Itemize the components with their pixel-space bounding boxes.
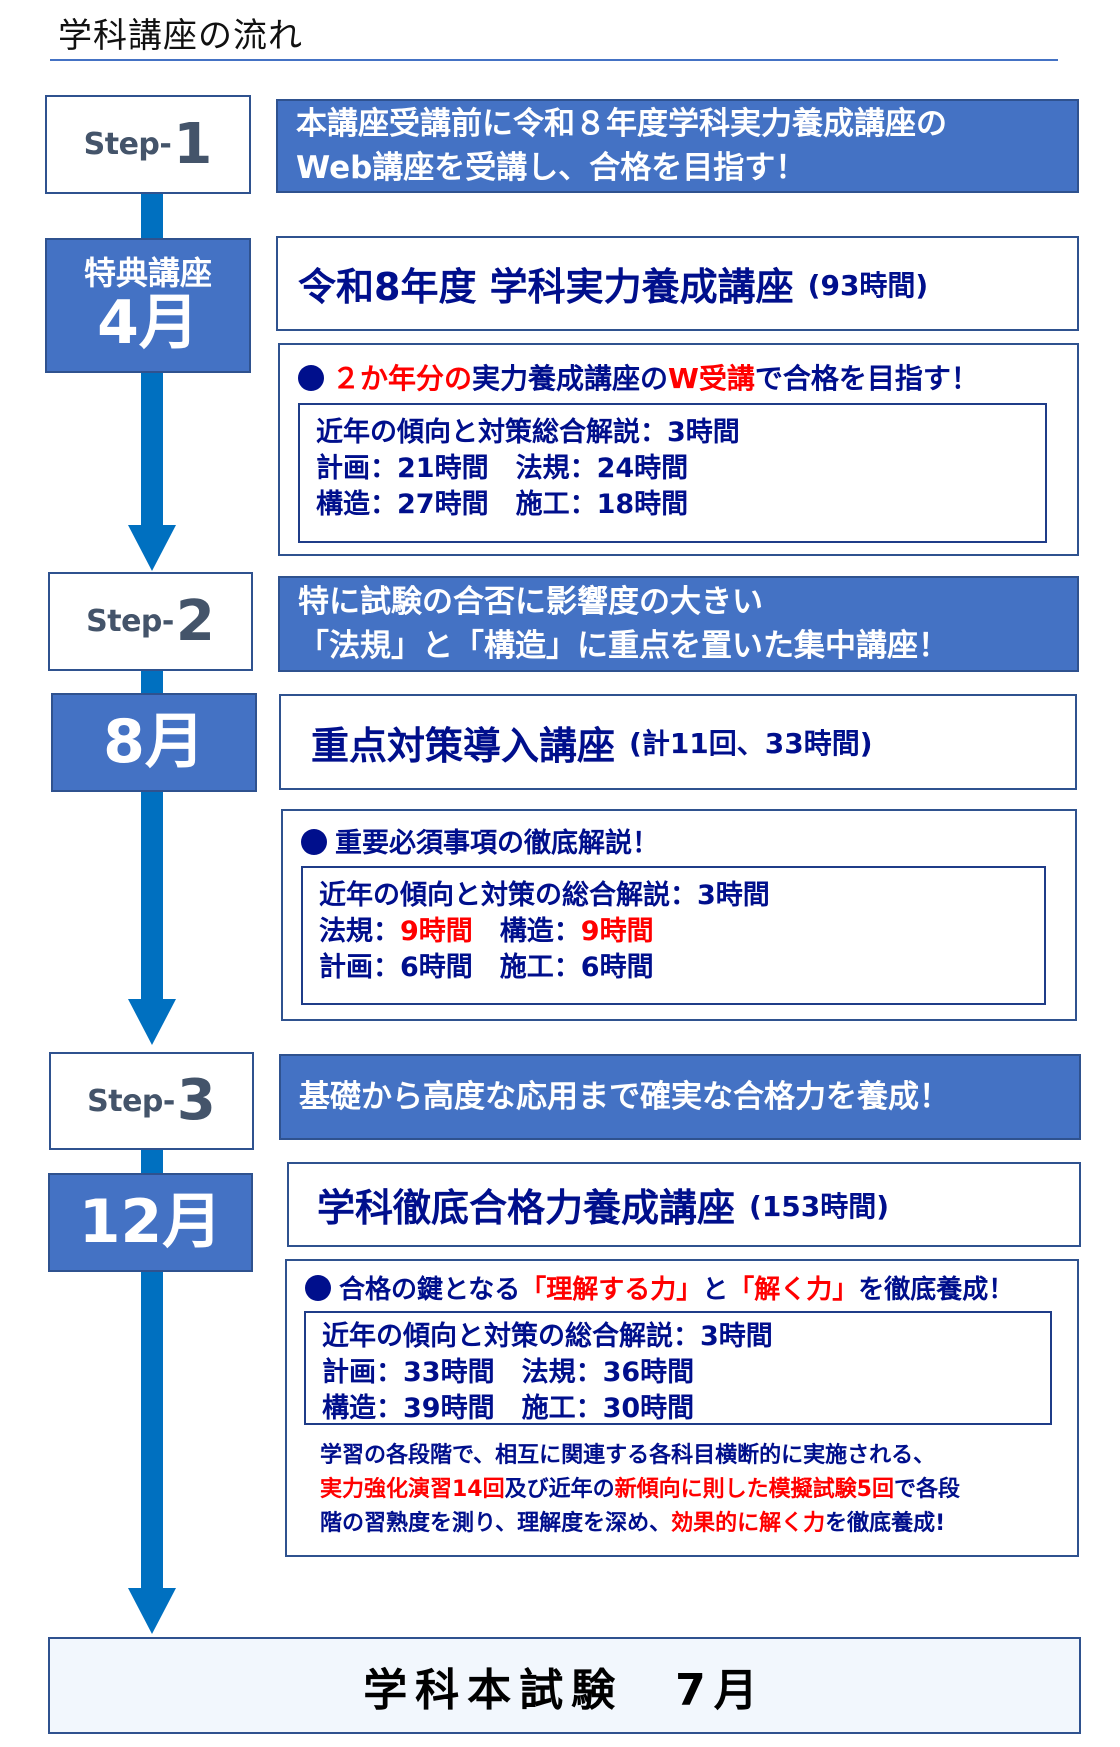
step-label: Step- bbox=[86, 604, 174, 639]
banner-line: 基礎から高度な応用まで確実な合格力を養成！ bbox=[299, 1079, 950, 1115]
practice-note: 学習の各段階で、相互に関連する各科目横断的に実施される、 実力強化演習14回及び… bbox=[320, 1443, 960, 1536]
course-name: 学科徹底合格力養成講座 bbox=[317, 1186, 736, 1230]
month-badge-december: 12月 bbox=[48, 1173, 253, 1272]
month-label: 12月 bbox=[78, 1187, 223, 1257]
schedule-line: 近年の傾向と対策の総合解説：3時間 bbox=[319, 880, 770, 911]
step-3-banner: 基礎から高度な応用まで確実な合格力を養成！ bbox=[279, 1054, 1081, 1140]
schedule-line: 計画：21時間 法規：24時間 bbox=[316, 453, 689, 484]
banner-line: 「法規」と「構造」に重点を置いた集中講座！ bbox=[298, 628, 949, 664]
flow-arrow-down-icon bbox=[128, 525, 176, 571]
schedule-box: 近年の傾向と対策の総合解説：3時間 計画：33時間 法規：36時間 構造：39時… bbox=[304, 1311, 1052, 1425]
course-title-box: 重点対策導入講座 (計11回、33時間) bbox=[279, 694, 1077, 790]
step-2-banner: 特に試験の合否に影響度の大きい 「法規」と「構造」に重点を置いた集中講座！ bbox=[278, 576, 1079, 672]
page-title: 学科講座の流れ bbox=[58, 16, 303, 56]
schedule-line: 近年の傾向と対策総合解説：3時間 bbox=[316, 417, 740, 448]
step-3-badge: Step-3 bbox=[49, 1052, 254, 1150]
schedule-line: 構造：39時間 施工：30時間 bbox=[322, 1393, 695, 1424]
detail-headline: 合格の鍵となる「理解する力」と「解く力」を徹底養成！ bbox=[305, 1269, 1014, 1306]
step-2-badge: Step-2 bbox=[48, 572, 253, 671]
flow-connector bbox=[141, 1149, 163, 1174]
course-title-box: 学科徹底合格力養成講座 (153時間) bbox=[287, 1162, 1081, 1247]
course-hours: (153時間) bbox=[749, 1189, 890, 1223]
detail-headline: ２か年分の実力養成講座のW受講で合格を目指す！ bbox=[298, 357, 979, 397]
bonus-course-label: 特典講座 bbox=[83, 254, 212, 293]
banner-line: 本講座受講前に令和８年度学科実力養成講座の bbox=[296, 106, 947, 142]
banner-line: 特に試験の合否に影響度の大きい bbox=[298, 584, 763, 620]
flow-connector bbox=[141, 193, 163, 239]
step-label: Step- bbox=[87, 1083, 175, 1119]
bullet-icon bbox=[305, 1275, 331, 1301]
course-detail-box: 重要必須事項の徹底解説！ 近年の傾向と対策の総合解説：3時間 法規：9時間 構造… bbox=[281, 809, 1077, 1021]
schedule-line: 近年の傾向と対策の総合解説：3時間 bbox=[322, 1321, 773, 1352]
course-detail-box: ２か年分の実力養成講座のW受講で合格を目指す！ 近年の傾向と対策総合解説：3時間… bbox=[278, 343, 1079, 556]
course-hours: (93時間) bbox=[807, 268, 929, 302]
bullet-icon bbox=[298, 365, 324, 391]
course-name: 重点対策導入講座 bbox=[311, 723, 616, 768]
schedule-box: 近年の傾向と対策の総合解説：3時間 法規：9時間 構造：9時間 計画：6時間 施… bbox=[301, 866, 1046, 1005]
step-label: Step- bbox=[83, 127, 172, 162]
flow-arrow-down-icon bbox=[128, 999, 176, 1045]
course-title-box: 令和8年度 学科実力養成講座 (93時間) bbox=[276, 236, 1079, 331]
flow-arrow-shaft bbox=[141, 791, 163, 1001]
step-number: 1 bbox=[173, 111, 213, 177]
bullet-icon bbox=[301, 829, 327, 855]
schedule-line: 構造：27時間 施工：18時間 bbox=[316, 489, 689, 520]
month-label: 8月 bbox=[103, 707, 205, 777]
banner-line: Web講座を受講し、合格を目指す！ bbox=[296, 150, 807, 186]
final-exam-box: 学科本試験 7月 bbox=[48, 1637, 1081, 1734]
schedule-line: 計画：33時間 法規：36時間 bbox=[322, 1357, 695, 1388]
step-number: 3 bbox=[176, 1068, 216, 1133]
step-number: 2 bbox=[175, 588, 215, 654]
flow-arrow-shaft bbox=[141, 372, 163, 528]
schedule-line: 法規：9時間 構造：9時間 bbox=[319, 916, 654, 947]
final-exam-label: 学科本試験 7月 bbox=[363, 1664, 766, 1716]
flow-arrow-shaft bbox=[141, 1271, 163, 1589]
flow-arrow-down-icon bbox=[128, 1588, 176, 1634]
step-1-banner: 本講座受講前に令和８年度学科実力養成講座の Web講座を受講し、合格を目指す！ bbox=[276, 99, 1079, 193]
course-detail-box: 合格の鍵となる「理解する力」と「解く力」を徹底養成！ 近年の傾向と対策の総合解説… bbox=[285, 1259, 1079, 1557]
schedule-line: 計画：6時間 施工：6時間 bbox=[319, 952, 654, 983]
step-1-badge: Step-1 bbox=[45, 95, 251, 194]
course-name: 令和8年度 学科実力養成講座 bbox=[298, 265, 794, 309]
title-divider bbox=[50, 59, 1058, 61]
month-label: 4月 bbox=[97, 287, 199, 358]
month-badge-august: 8月 bbox=[51, 693, 257, 792]
flow-connector bbox=[141, 670, 163, 694]
month-badge-april: 特典講座 4月 bbox=[45, 238, 251, 373]
course-hours: (計11回、33時間) bbox=[629, 727, 873, 760]
detail-headline: 重要必須事項の徹底解説！ bbox=[301, 821, 659, 860]
schedule-box: 近年の傾向と対策総合解説：3時間 計画：21時間 法規：24時間 構造：27時間… bbox=[298, 403, 1047, 543]
